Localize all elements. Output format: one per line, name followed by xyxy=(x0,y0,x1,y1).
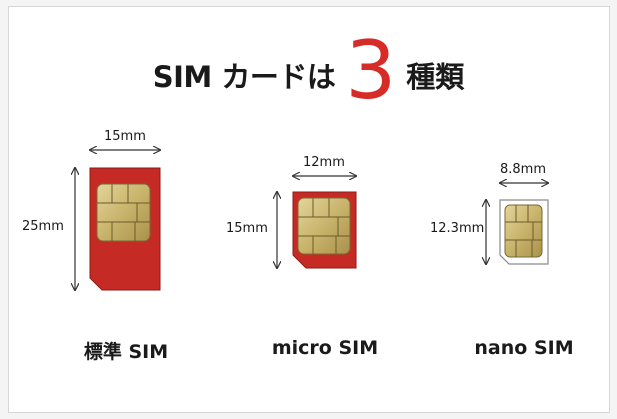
title-prefix: SIM カードは xyxy=(152,60,336,94)
page-title: SIM カードは 3 種類 xyxy=(0,30,617,120)
micro-width-label: 12mm xyxy=(303,155,345,170)
nano-width-label: 8.8mm xyxy=(500,162,547,177)
nano-sim-label: nano SIM xyxy=(474,337,574,359)
standard-sim-label: 標準 SIM xyxy=(83,341,169,363)
nano-sim-card xyxy=(499,199,549,265)
micro-height-label: 15mm xyxy=(226,221,268,236)
nano-sim-chip xyxy=(504,204,543,258)
title-number: 3 xyxy=(345,24,397,117)
nano-height-label: 12.3mm xyxy=(430,221,485,236)
title-suffix: 種類 xyxy=(406,60,465,94)
micro-sim-label: micro SIM xyxy=(271,337,379,359)
micro-sim-chip xyxy=(297,197,351,255)
standard-width-label: 15mm xyxy=(104,129,146,144)
micro-sim-card xyxy=(292,191,357,269)
standard-height-label: 25mm xyxy=(22,219,64,234)
standard-sim-chip xyxy=(96,183,151,242)
standard-sim-card xyxy=(89,167,161,291)
